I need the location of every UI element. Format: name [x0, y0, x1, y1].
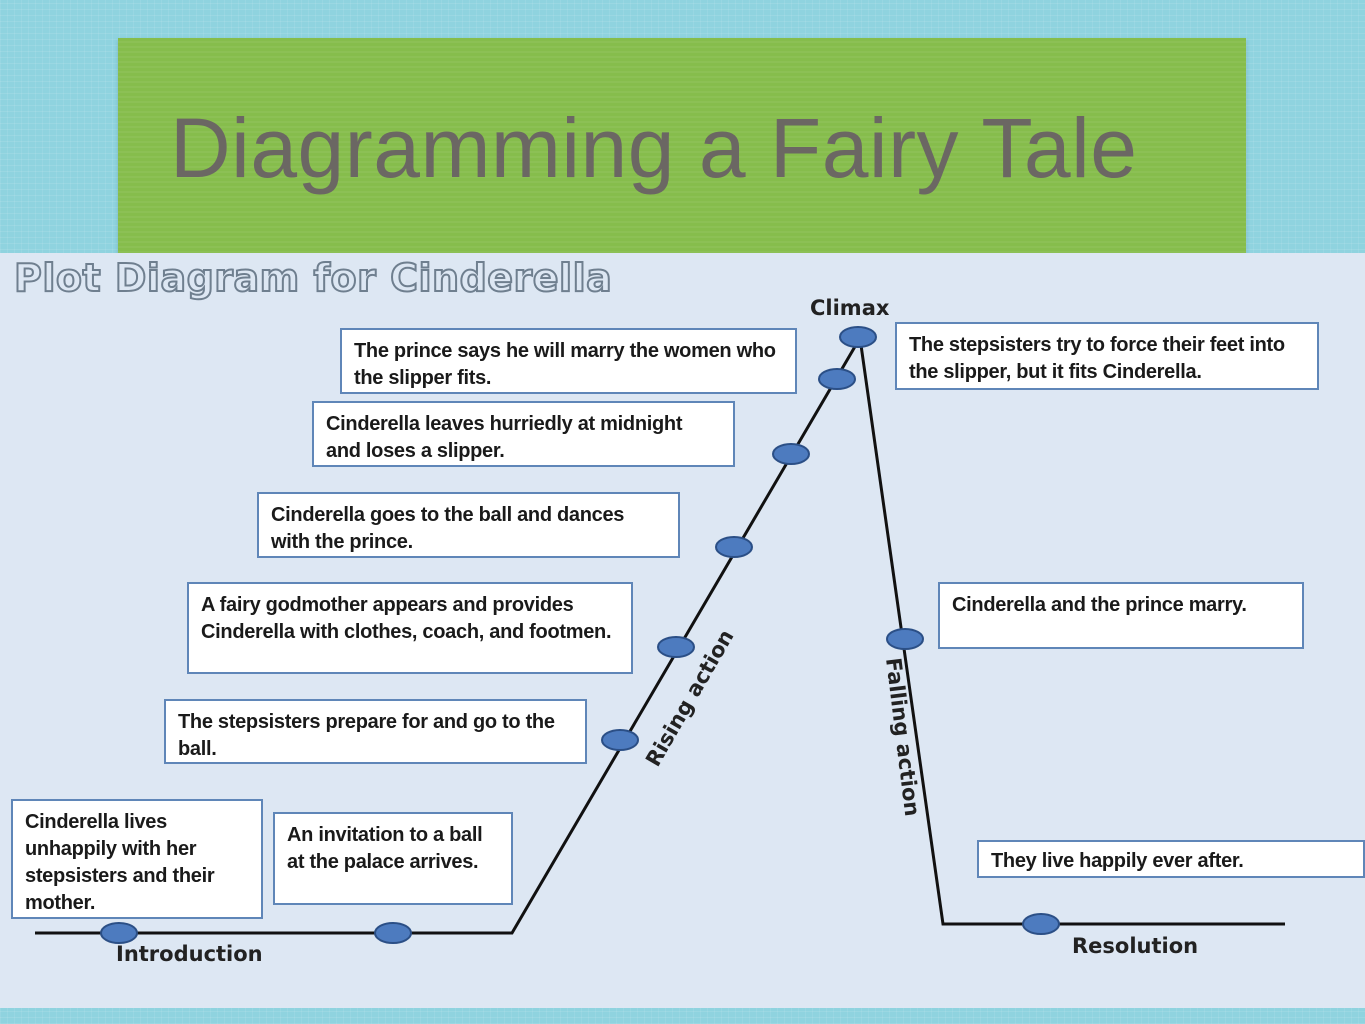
stage-label-climax: Climax: [810, 296, 890, 320]
event-box-rising-3: Cinderella goes to the ball and dances w…: [257, 492, 680, 558]
marker-rising-5: [818, 368, 856, 390]
marker-rising-4: [772, 443, 810, 465]
stage-label-resolution: Resolution: [1072, 934, 1199, 958]
event-box-resolution: They live happily ever after.: [977, 840, 1365, 878]
marker-resolution: [1022, 913, 1060, 935]
event-box-intro-1: Cinderella lives unhappily with her step…: [11, 799, 263, 919]
stage-label-introduction: Introduction: [116, 942, 263, 966]
marker-falling-1: [886, 628, 924, 650]
diagram-heading: Plot Diagram for Cinderella: [13, 255, 613, 301]
event-box-climax: The stepsisters try to force their feet …: [895, 322, 1319, 390]
marker-intro-2: [374, 922, 412, 944]
event-box-rising-1: The stepsisters prepare for and go to th…: [164, 699, 587, 764]
event-box-falling-1: Cinderella and the prince marry.: [938, 582, 1304, 649]
event-box-intro-2: An invitation to a ball at the palace ar…: [273, 812, 513, 905]
marker-climax: [839, 326, 877, 348]
page-title: Diagramming a Fairy Tale: [170, 101, 1138, 195]
marker-rising-2: [657, 636, 695, 658]
event-box-rising-2: A fairy godmother appears and provides C…: [187, 582, 633, 674]
event-box-rising-5: The prince says he will marry the women …: [340, 328, 797, 394]
event-box-rising-4: Cinderella leaves hurriedly at midnight …: [312, 401, 735, 467]
title-banner: [118, 38, 1246, 258]
marker-rising-1: [601, 729, 639, 751]
marker-intro-1: [100, 922, 138, 944]
marker-rising-3: [715, 536, 753, 558]
